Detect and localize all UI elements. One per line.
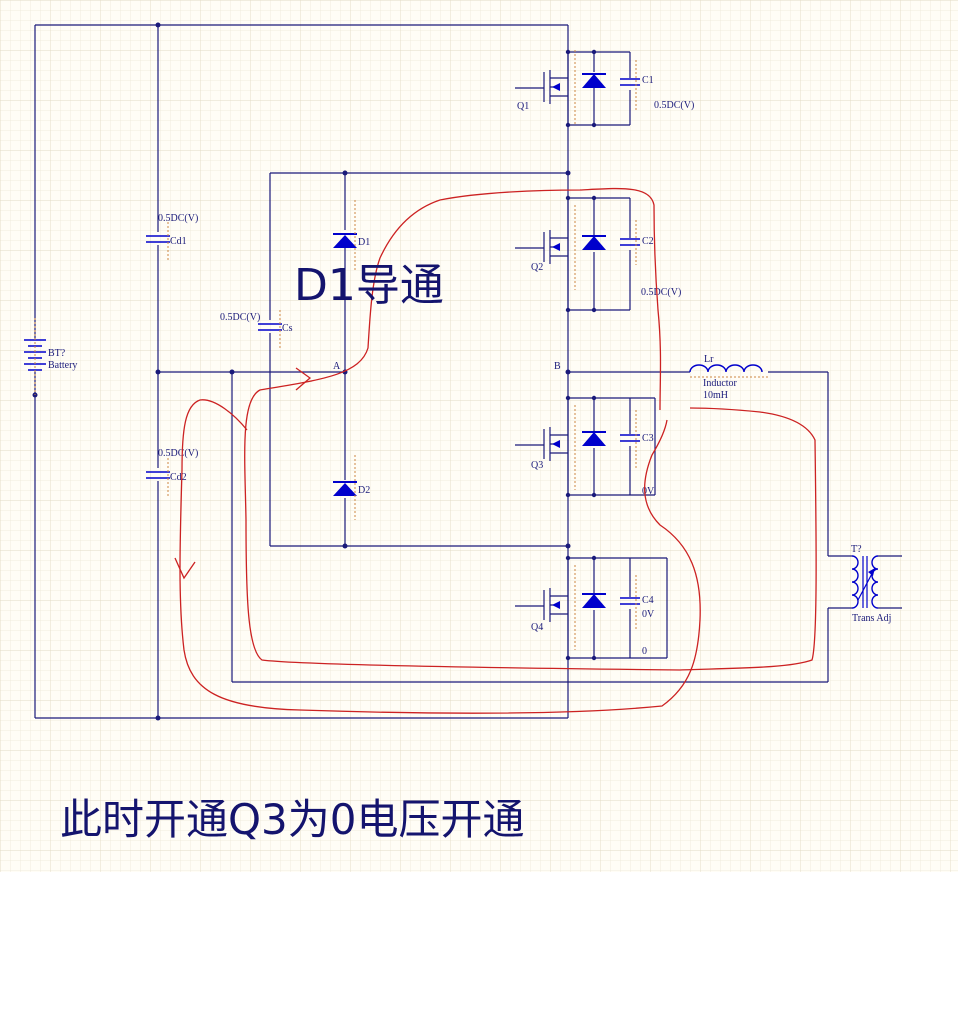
mosfet-cell-q1[interactable] [515, 49, 640, 128]
mosfet-cell-q2[interactable] [515, 195, 640, 313]
cs-name-label: Cs [282, 323, 293, 334]
current-path-annotations [174, 187, 817, 714]
lr-type-label: Inductor [703, 378, 738, 389]
d1-conducting-annotation: D1导通 [294, 260, 444, 311]
c3-name-label: C3 [642, 433, 654, 444]
capacitor-cs[interactable] [258, 310, 282, 350]
lr-name-label: Lr [704, 354, 714, 365]
c2-value-label: 0.5DC(V) [641, 287, 681, 298]
t-ref-label: T? [851, 544, 862, 555]
c3-value-label: 0V [642, 486, 655, 497]
node-a-label: A [333, 361, 341, 372]
q4-label: Q4 [531, 622, 543, 633]
battery-name-label: Battery [48, 360, 77, 371]
transformer-t[interactable] [851, 555, 879, 609]
cd1-value-label: 0.5DC(V) [158, 213, 198, 224]
c2-name-label: C2 [642, 236, 654, 247]
mosfet-cell-q4[interactable] [515, 555, 668, 661]
battery-symbol[interactable] [24, 318, 46, 395]
t-name-label: Trans Adj [852, 613, 891, 624]
diode-d1[interactable] [333, 200, 357, 270]
capacitor-cd2[interactable] [146, 458, 170, 498]
junction-dots [32, 22, 571, 721]
c4-name-label: C4 [642, 595, 654, 606]
q2-label: Q2 [531, 262, 543, 273]
cs-value-label: 0.5DC(V) [220, 312, 260, 323]
cd2-value-label: 0.5DC(V) [158, 448, 198, 459]
capacitor-cd1[interactable] [146, 222, 170, 262]
q3-label: Q3 [531, 460, 543, 471]
inductor-lr[interactable] [689, 364, 768, 378]
caption-annotation: 此时开通Q3为0电压开通 [60, 795, 525, 844]
cd1-name-label: Cd1 [170, 236, 187, 247]
node-b-label: B [554, 361, 561, 372]
mosfet-cell-q3[interactable] [515, 395, 656, 498]
d1-label: D1 [358, 237, 370, 248]
diode-d2[interactable] [333, 455, 357, 520]
c1-name-label: C1 [642, 75, 654, 86]
cd2-name-label: Cd2 [170, 472, 187, 483]
c4-zero-label: 0 [642, 646, 647, 657]
d2-label: D2 [358, 485, 370, 496]
c4-value-label: 0V [642, 609, 655, 620]
q1-label: Q1 [517, 101, 529, 112]
wires [34, 24, 902, 719]
grid-major [0, 0, 958, 872]
battery-ref-label: BT? [48, 348, 66, 359]
lr-value-label: 10mH [703, 390, 728, 401]
c1-value-label: 0.5DC(V) [654, 100, 694, 111]
